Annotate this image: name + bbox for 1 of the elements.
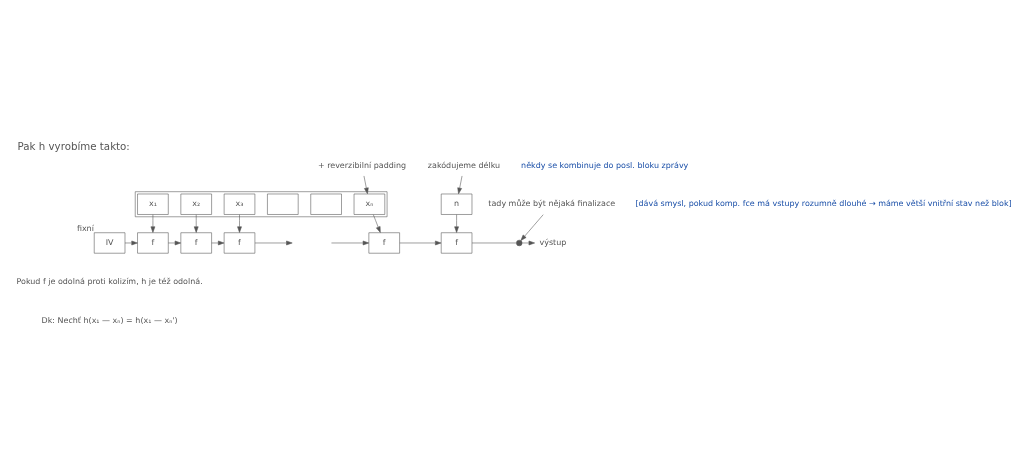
diagram-title: Pak h vyrobíme takto: xyxy=(17,139,130,152)
